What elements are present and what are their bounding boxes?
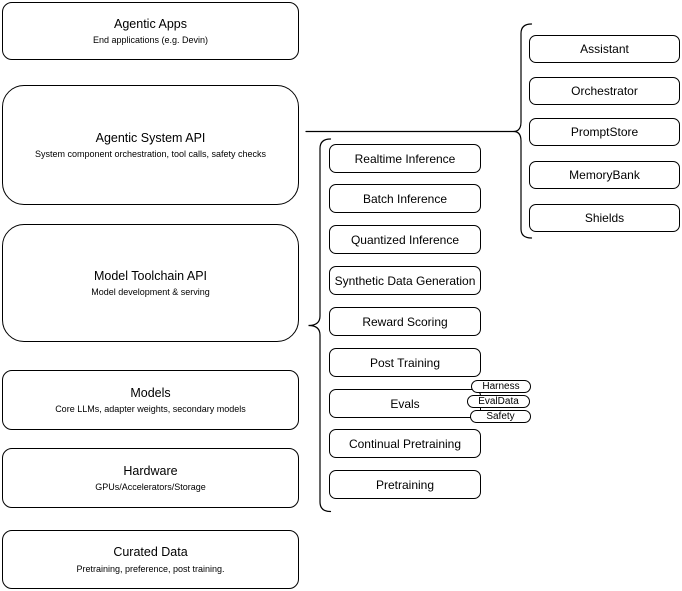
box-pretraining: Pretraining: [329, 470, 481, 499]
box-memorybank: MemoryBank: [529, 161, 680, 189]
box-batch-inference: Batch Inference: [329, 184, 481, 213]
badge-evaldata: EvalData: [467, 395, 530, 408]
box-agentic-system-api: Agentic System API System component orch…: [2, 85, 299, 205]
evals-label: Evals: [390, 396, 420, 411]
box-post-training: Post Training: [329, 348, 481, 377]
models-title: Models: [130, 385, 171, 400]
hardware-title: Hardware: [123, 463, 178, 478]
evaldata-label: EvalData: [478, 395, 519, 407]
memorybank-label: MemoryBank: [569, 168, 640, 182]
box-assistant: Assistant: [529, 35, 680, 63]
box-orchestrator: Orchestrator: [529, 77, 680, 105]
badge-harness: Harness: [471, 380, 531, 393]
reward-scoring-label: Reward Scoring: [362, 314, 448, 329]
toolchain-brace: [308, 138, 332, 513]
shields-label: Shields: [584, 211, 625, 225]
harness-label: Harness: [482, 380, 520, 392]
promptstore-label: PromptStore: [570, 125, 639, 139]
model-toolchain-api-subtitle: Model development & serving: [91, 287, 210, 298]
box-evals: Evals: [329, 389, 481, 418]
batch-inference-label: Batch Inference: [362, 191, 448, 206]
box-shields: Shields: [529, 204, 680, 232]
box-agentic-apps: Agentic Apps End applications (e.g. Devi…: [2, 2, 299, 60]
curated-data-title: Curated Data: [113, 545, 188, 560]
box-synthetic-data-generation: Synthetic Data Generation: [329, 266, 481, 295]
agentic-system-api-subtitle: System component orchestration, tool cal…: [34, 149, 267, 160]
synthetic-data-generation-label: Synthetic Data Generation: [334, 273, 476, 288]
safety-label: Safety: [486, 410, 515, 422]
badge-safety: Safety: [470, 410, 531, 423]
hardware-subtitle: GPUs/Accelerators/Storage: [95, 482, 206, 493]
quantized-inference-label: Quantized Inference: [350, 232, 460, 247]
box-quantized-inference: Quantized Inference: [329, 225, 481, 254]
box-realtime-inference: Realtime Inference: [329, 144, 481, 173]
box-model-toolchain-api: Model Toolchain API Model development & …: [2, 224, 299, 342]
models-subtitle: Core LLMs, adapter weights, secondary mo…: [55, 404, 246, 415]
box-reward-scoring: Reward Scoring: [329, 307, 481, 336]
agentic-system-api-title: Agentic System API: [95, 130, 206, 145]
pretraining-label: Pretraining: [375, 477, 435, 492]
box-promptstore: PromptStore: [529, 118, 680, 146]
assistant-label: Assistant: [580, 42, 629, 56]
model-toolchain-api-title: Model Toolchain API: [93, 268, 208, 283]
box-curated-data: Curated Data Pretraining, preference, po…: [2, 530, 299, 589]
realtime-inference-label: Realtime Inference: [354, 151, 456, 166]
continual-pretraining-label: Continual Pretraining: [348, 436, 462, 451]
box-continual-pretraining: Continual Pretraining: [329, 429, 481, 458]
post-training-label: Post Training: [369, 355, 441, 370]
box-models: Models Core LLMs, adapter weights, secon…: [2, 370, 299, 430]
orchestrator-label: Orchestrator: [571, 84, 638, 98]
agentic-apps-subtitle: End applications (e.g. Devin): [92, 35, 209, 46]
agentic-apps-title: Agentic Apps: [114, 16, 187, 31]
box-hardware: Hardware GPUs/Accelerators/Storage: [2, 448, 299, 508]
curated-data-subtitle: Pretraining, preference, post training.: [76, 563, 225, 574]
